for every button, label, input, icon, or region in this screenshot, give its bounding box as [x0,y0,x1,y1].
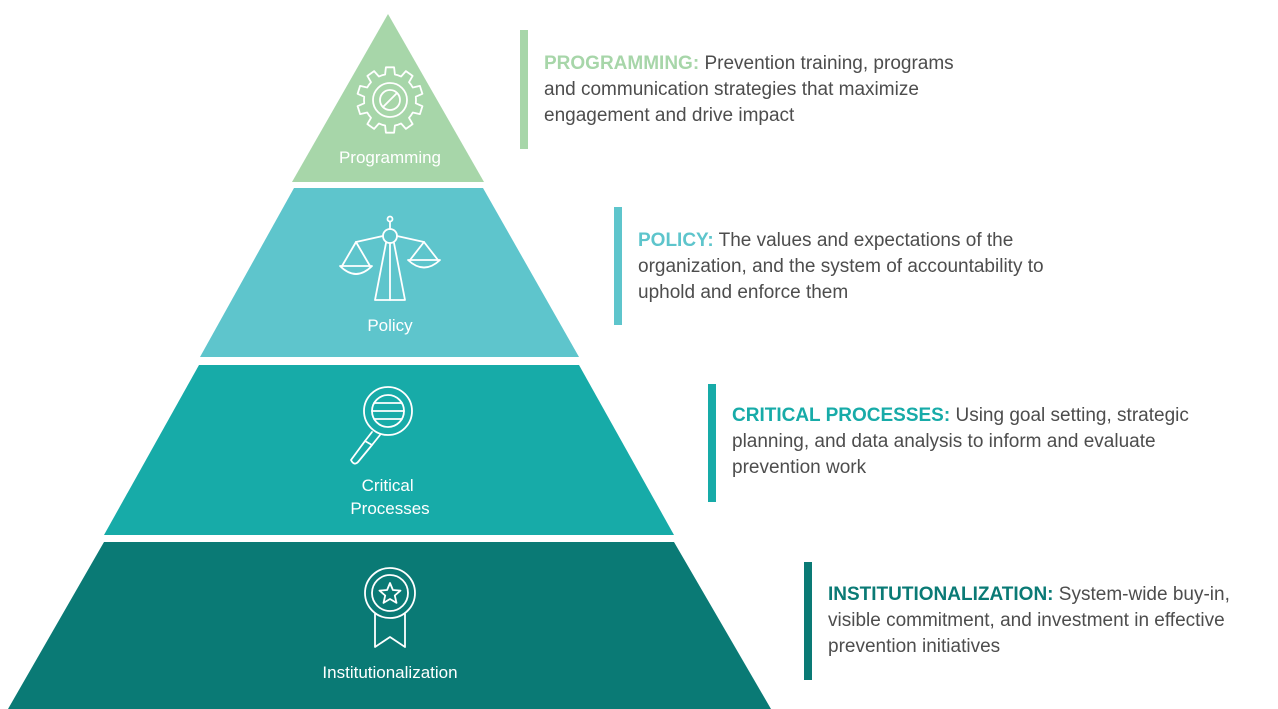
description-critical-processes-bar [708,384,716,502]
award-ribbon-icon [364,567,416,648]
description-critical-processes-body: Using goal setting, strategic planning, … [732,405,1189,478]
tier-critical-processes-label-line-1: Critical [362,476,414,495]
description-policy: POLICY: The values and expectations of t… [614,207,1102,325]
tier-programming: Programming [292,14,484,182]
tier-critical-processes: Critical Processes [104,365,674,535]
description-programming: PROGRAMMING: Prevention training, progra… [520,30,984,149]
description-programming-term: PROGRAMMING: [544,53,700,74]
description-critical-processes-term: CRITICAL PROCESSES: [732,405,951,426]
description-policy-body: The values and expectations of the organ… [638,230,1044,303]
description-programming-text: PROGRAMMING: Prevention training, progra… [544,30,984,129]
description-critical-processes: CRITICAL PROCESSES: Using goal setting, … [708,384,1202,502]
tier-policy-label: Policy [367,316,413,335]
description-institutionalization-body: System-wide buy-in, visible commitment, … [828,584,1230,657]
tier-institutionalization: Institutionalization [8,542,771,709]
description-institutionalization: INSTITUTIONALIZATION: System-wide buy-in… [804,562,1278,680]
tier-programming-shape [292,14,484,182]
description-institutionalization-bar [804,562,812,680]
description-policy-bar [614,207,622,325]
tier-institutionalization-label: Institutionalization [322,663,457,682]
gear-icon [356,66,424,134]
description-programming-bar [520,30,528,149]
tier-critical-processes-label-line-2: Processes [350,499,429,518]
scales-of-justice-icon [339,215,441,301]
tier-critical-processes-shape [104,365,674,535]
description-institutionalization-text: INSTITUTIONALIZATION: System-wide buy-in… [828,562,1278,660]
tier-policy: Policy [200,188,579,357]
description-critical-processes-text: CRITICAL PROCESSES: Using goal setting, … [732,384,1202,481]
description-programming-body: Prevention training, programs and commun… [544,53,954,126]
description-policy-text: POLICY: The values and expectations of t… [638,207,1102,306]
magnifying-glass-icon [350,386,413,465]
tier-institutionalization-shape [8,542,771,709]
tier-programming-label: Programming [339,148,441,167]
description-institutionalization-term: INSTITUTIONALIZATION: [828,584,1054,605]
description-policy-term: POLICY: [638,230,714,251]
tier-critical-processes-label: Critical Processes [350,476,429,518]
